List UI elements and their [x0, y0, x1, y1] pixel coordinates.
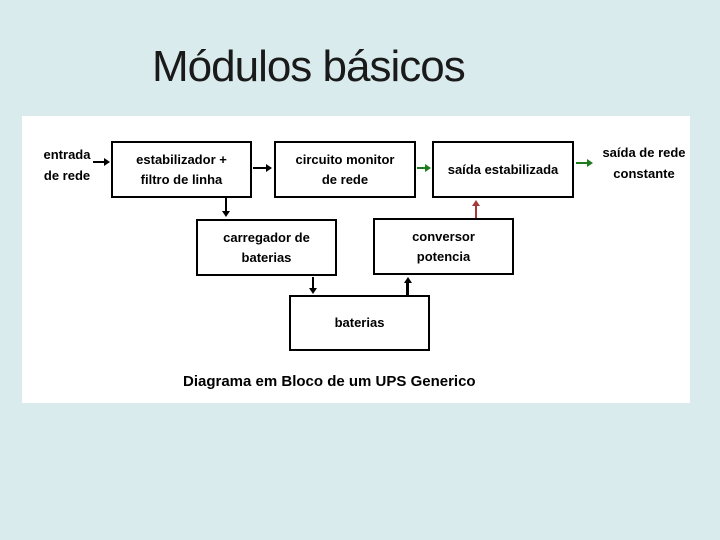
label-entrada-de-rede: entrada de rede: [43, 147, 91, 183]
arrow-carregador-to-baterias: [309, 277, 317, 294]
arrow-entrada-to-estabilizador: [93, 158, 110, 166]
arrow-monitor-to-saida: [417, 164, 431, 172]
arrow-estabilizador-to-carregador: [222, 198, 230, 217]
diagram-caption: Diagrama em Bloco de um UPS Generico: [183, 373, 476, 390]
arrow-conversor-to-saida: [472, 200, 480, 218]
box-baterias: baterias: [289, 295, 430, 351]
box-conversor-potencia: conversor potencia: [373, 218, 514, 275]
label-saida-de-rede-constante: saída de rede constante: [602, 145, 686, 181]
box-saida-estabilizada: saída estabilizada: [432, 141, 574, 198]
arrow-estabilizador-to-monitor: [253, 164, 272, 172]
box-estabilizador-filtro: estabilizador + filtro de linha: [111, 141, 252, 198]
arrow-saida-to-rede-constante: [576, 159, 593, 167]
diagram-panel: entrada de rede saída de rede constante …: [22, 116, 690, 403]
arrow-baterias-to-conversor: [404, 277, 412, 295]
box-circuito-monitor: circuito monitor de rede: [274, 141, 416, 198]
slide-title: Módulos básicos: [152, 42, 466, 91]
box-carregador-baterias: carregador de baterias: [196, 219, 337, 276]
